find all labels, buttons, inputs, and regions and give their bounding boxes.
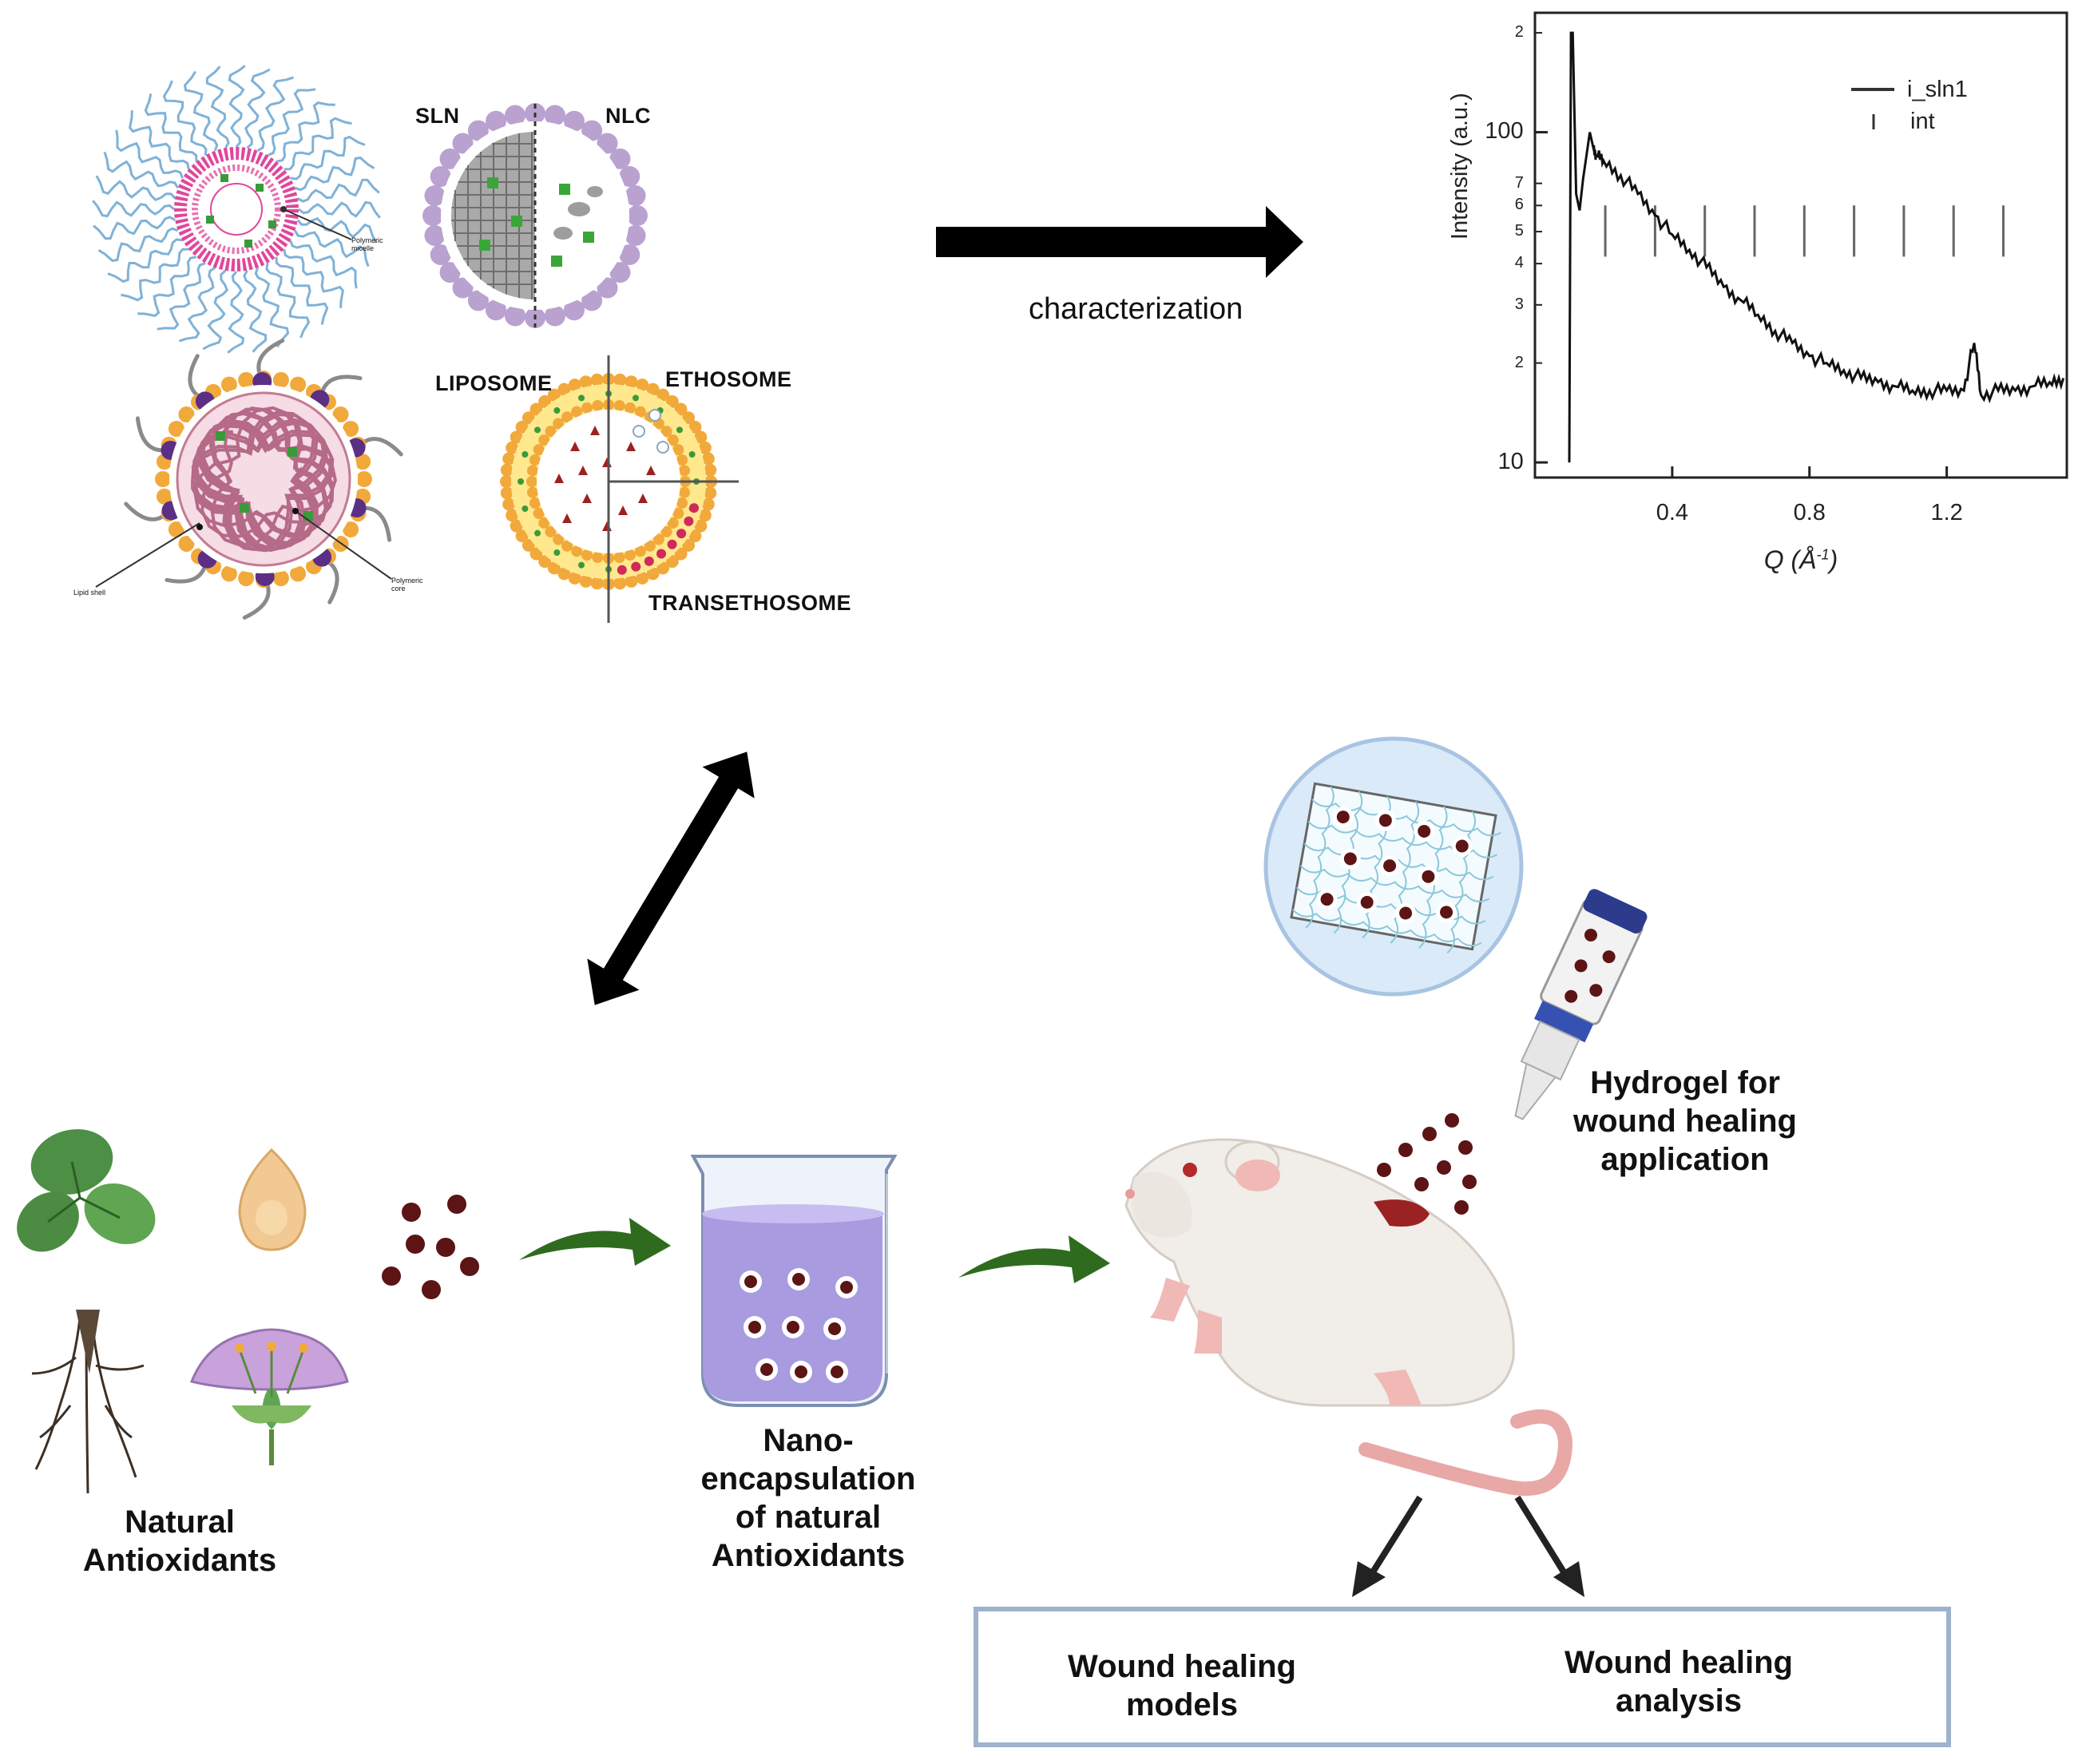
label-ethosome: ETHOSOME [665,367,792,391]
green-arrow-1 [519,1218,671,1266]
label-nano-line-4: Antioxidants [711,1538,906,1573]
series-i-sln1-line [1568,31,2065,463]
legend-label-i-sln1: i_sln1 [1907,77,1968,102]
arrow-to-models [1352,1495,1423,1597]
outcome-box [974,1607,1951,1747]
label-analysis-line-2: analysis [1616,1683,1742,1718]
green-arrow-2 [958,1235,1110,1283]
x-tick-label: 0.4 [1656,499,1689,525]
label-hydrogel-line-1: Hydrogel for [1590,1065,1780,1100]
y-minor-tick-label: 7 [1514,173,1524,192]
x-tick-label: 0.8 [1793,499,1826,525]
chart-y-label: Intensity (a.u.) [1447,93,1473,240]
label-natural-line-2: Antioxidants [82,1543,277,1578]
polymeric-micelle [92,65,381,354]
label-liposome: LIPOSOME [435,371,553,395]
characterization-arrow [936,206,1303,278]
label-nano-line-2: encapsulation [700,1461,916,1496]
label-sln: SLN [415,104,460,128]
spray-droplets [1377,1113,1477,1215]
chart-x-label-text: Q (Å [1763,545,1817,574]
label-models-line-1: Wound healing [1068,1649,1296,1684]
spray-bottle-icon [1514,889,1648,1120]
y-minor-tick-label: 6 [1514,196,1524,214]
legend-label-int: int [1910,109,1935,134]
chart-legend [1851,88,1894,129]
mouse-icon [1124,1138,1573,1496]
y-minor-tick-label: 3 [1514,295,1524,313]
beaker-icon [690,1155,898,1407]
flower-icon [189,1328,349,1465]
seed-icon [238,1148,307,1251]
label-hydrogel-line-3: application [1600,1142,1770,1177]
label-natural-line-1: Natural [125,1504,235,1540]
y-minor-tick-label: 2 [1514,353,1524,371]
label-natural-antioxidants: Natural Antioxidants [83,1503,276,1580]
antioxidant-particles [382,1195,479,1299]
arrow-to-analysis [1514,1495,1584,1597]
label-nano-line-3: of natural [735,1500,882,1535]
natural-sources [17,1129,349,1494]
label-hydrogel-line-2: wound healing [1573,1104,1797,1139]
chart-x-label-sup: -1 [1816,546,1830,563]
chart-frame [1533,11,2068,479]
y-minor-tick-label: 2 [1514,23,1524,42]
label-polymeric-micelle: Polymeric micelle [351,236,383,252]
label-transethosome: TRANSETHOSOME [648,591,852,615]
chart-y-label-text: Intensity (a.u.) [1447,93,1473,240]
y-major-tick-label: 100 [1485,118,1524,145]
lipid-polymer-hybrid [95,339,403,620]
label-nanoencapsulation: Nano- encapsulation of natural Antioxida… [701,1421,916,1575]
chart-x-label: Q (Å-1) [1764,545,1838,575]
hydrogel-network-icon [1263,736,1524,997]
label-models-line-2: models [1125,1687,1239,1722]
sln-nlc-particle [422,103,648,328]
leaf-icon [17,1129,156,1252]
label-hydrogel: Hydrogel for wound healing application [1573,1064,1797,1179]
label-lipid-shell: Lipid shell [73,589,106,597]
label-analysis-line-1: Wound healing [1564,1645,1793,1680]
label-polymeric-core: Polymeric core [391,577,423,593]
label-nlc: NLC [605,104,651,128]
y-major-tick-label: 10 [1497,448,1524,474]
y-minor-tick-label: 4 [1514,254,1524,272]
root-icon [31,1317,145,1494]
vesicle-particle [500,355,739,623]
x-tick-label: 1.2 [1930,499,1963,525]
saxs-chart [1533,11,2068,479]
label-wound-models: Wound healing models [1068,1647,1296,1724]
label-wound-analysis: Wound healing analysis [1564,1643,1793,1720]
label-characterization: characterization [1029,292,1243,326]
y-minor-tick-label: 5 [1514,222,1524,240]
chart-x-label-close: ) [1829,545,1838,574]
double-arrow [587,751,755,1005]
label-nano-line-1: Nano- [763,1423,854,1458]
